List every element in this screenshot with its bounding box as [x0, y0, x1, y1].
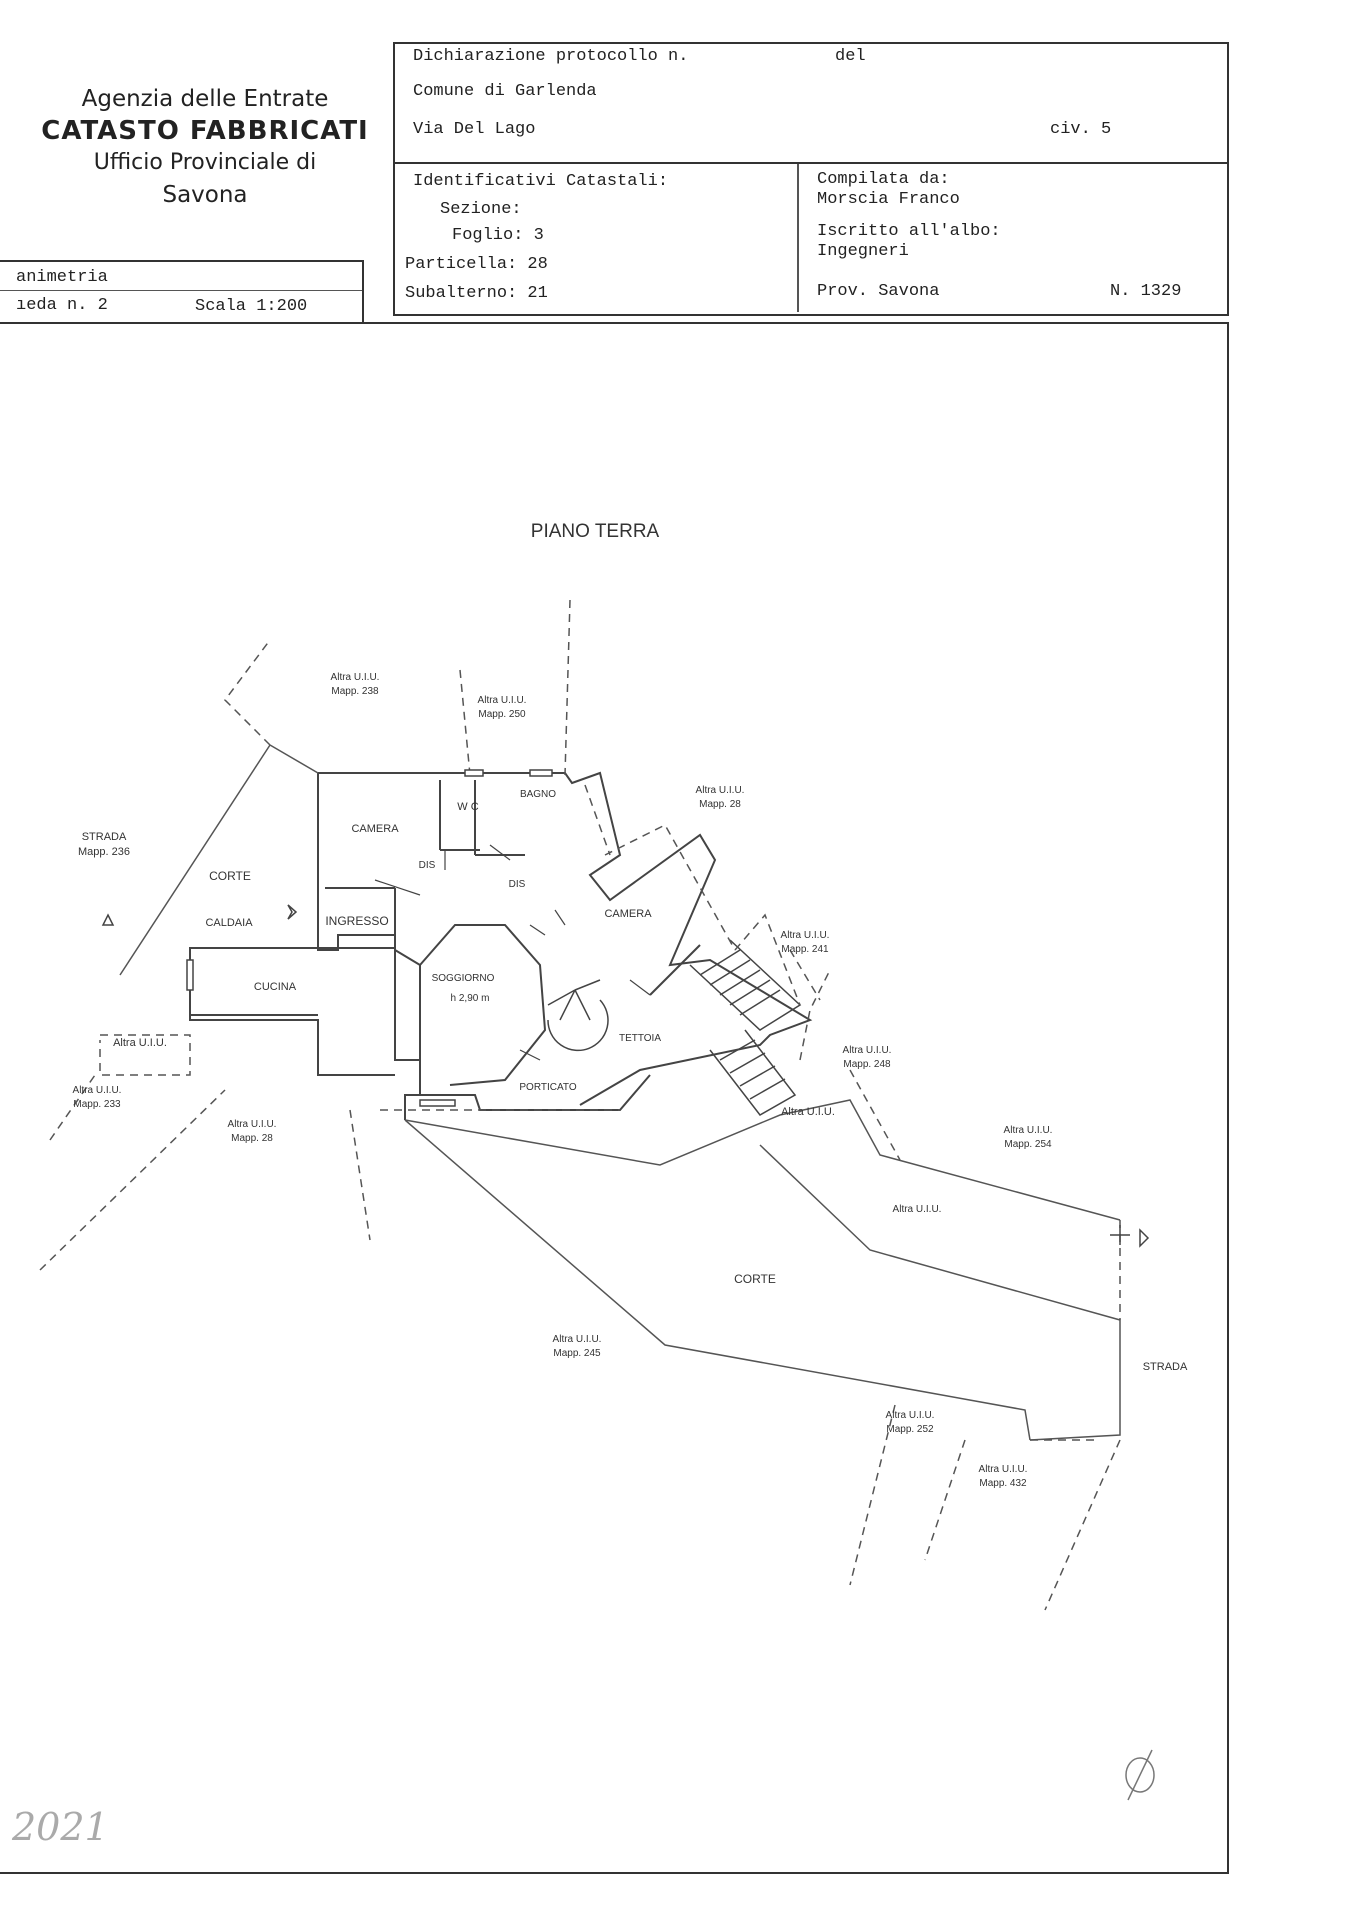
room-tettoia: TETTOIA	[619, 1033, 661, 1044]
label-u254-b: Mapp. 254	[1004, 1139, 1052, 1150]
compilata-label: Compilata da:	[817, 170, 950, 189]
room-porticato: PORTICATO	[519, 1082, 576, 1093]
catasto-title: CATASTO FABBRICATI	[41, 115, 369, 146]
label-u248-a: Altra U.I.U.	[843, 1045, 892, 1056]
house-wall	[317, 773, 421, 1120]
label-u245-b: Mapp. 245	[553, 1348, 601, 1359]
soggiorno-wall	[419, 924, 547, 1086]
label-strada236-a: STRADA	[82, 831, 127, 843]
north-symbol	[1125, 1749, 1155, 1801]
interior-wall	[649, 944, 701, 996]
house-wall	[318, 771, 813, 1106]
spiral-stair	[547, 979, 609, 1052]
label-u432-b: Mapp. 432	[979, 1478, 1027, 1489]
iscritto-label: Iscritto all'albo:	[817, 222, 1001, 241]
area-corte-2: CORTE	[734, 1272, 776, 1286]
room-wc: W C	[457, 801, 478, 813]
header-divider	[797, 164, 799, 312]
label-strada-2: STRADA	[1143, 1361, 1188, 1373]
house-wall	[189, 935, 396, 1076]
foglio-label: Foglio: 3	[452, 226, 544, 245]
room-soggiorno: SOGGIORNO	[432, 973, 495, 984]
via-label: Via Del Lago	[413, 120, 536, 139]
civ-label: civ. 5	[1050, 120, 1112, 139]
room-ingresso: INGRESSO	[325, 914, 388, 928]
label-u250-b: Mapp. 250	[478, 709, 526, 720]
header-bottom-box	[393, 162, 1229, 316]
agency-logo: Agenzia delle Entrate CATASTO FABBRICATI…	[20, 85, 390, 211]
ufficio-label: Ufficio Provinciale di	[93, 149, 317, 175]
soggiorno-height: h 2,90 m	[451, 993, 490, 1004]
provincia-label: Savona	[162, 182, 248, 209]
label-u28-b: Mapp. 28	[699, 799, 741, 810]
label-u238-b: Mapp. 238	[331, 686, 379, 697]
particella-label: Particella: 28	[405, 255, 548, 274]
prov-label: Prov. Savona	[817, 282, 940, 301]
label-u432-a: Altra U.I.U.	[979, 1464, 1028, 1475]
identificativi-label: Identificativi Catastali:	[413, 172, 669, 191]
room-dis-1: DIS	[419, 860, 436, 871]
label-u28b-a: Altra U.I.U.	[228, 1119, 277, 1130]
label-u233-b: Mapp. 233	[73, 1099, 121, 1110]
subalterno-label: Subalterno: 21	[405, 284, 548, 303]
label-u-mid: Altra U.I.U.	[893, 1204, 942, 1215]
room-cucina: CUCINA	[254, 981, 297, 993]
planimetria-divider	[0, 290, 362, 291]
albo-value: Ingegneri	[817, 242, 909, 261]
boundary-lines	[119, 744, 1121, 1441]
label-u238-a: Altra U.I.U.	[331, 672, 380, 683]
room-caldaia: CALDAIA	[205, 917, 253, 929]
label-u241-b: Mapp. 241	[781, 944, 829, 955]
agency-name: Agenzia delle Entrate	[81, 86, 329, 112]
room-camera-2: CAMERA	[604, 908, 652, 920]
exterior-stair	[689, 939, 802, 1116]
label-u254-a: Altra U.I.U.	[1004, 1125, 1053, 1136]
planimetria-label: animetria	[16, 268, 108, 287]
numero-label: N. 1329	[1110, 282, 1182, 301]
compilatore-name: Morscia Franco	[817, 190, 960, 209]
label-u245-a: Altra U.I.U.	[553, 1334, 602, 1345]
label-u252-b: Mapp. 252	[886, 1424, 934, 1435]
door-swings	[374, 844, 651, 1061]
scala-label: Scala 1:200	[195, 297, 308, 316]
room-camera-1: CAMERA	[351, 823, 399, 835]
label-u241-a: Altra U.I.U.	[781, 930, 830, 941]
del-label: del	[835, 47, 866, 66]
windows	[186, 769, 553, 1107]
small-altra-uiu: Altra U.I.U.	[113, 1037, 167, 1049]
label-u28b-b: Mapp. 28	[231, 1133, 273, 1144]
label-u252-a: Altra U.I.U.	[886, 1410, 935, 1421]
label-u250-a: Altra U.I.U.	[478, 695, 527, 706]
drawing-frame	[0, 322, 1229, 1874]
label-u248-b: Mapp. 248	[843, 1059, 891, 1070]
label-u233-a: Altra U.I.U.	[73, 1085, 122, 1096]
label-strada236-b: Mapp. 236	[78, 846, 130, 858]
sezione-label: Sezione:	[440, 200, 522, 219]
room-bagno: BAGNO	[520, 789, 556, 800]
entrance-markers	[101, 904, 1150, 1248]
dashed-boundaries	[39, 599, 1121, 1611]
label-u28-a: Altra U.I.U.	[696, 785, 745, 796]
stair-altra-uiu: Altra U.I.U.	[781, 1106, 835, 1118]
area-corte-1: CORTE	[209, 869, 251, 883]
scheda-label: ıeda n. 2	[16, 296, 108, 315]
plan-title: PIANO TERRA	[531, 521, 660, 542]
room-dis-2: DIS	[509, 879, 526, 890]
interior-wall	[394, 949, 421, 966]
handwritten-year: 2021	[11, 1805, 109, 1849]
dichiarazione-label: Dichiarazione protocollo n.	[413, 47, 689, 66]
comune-label: Comune di Garlenda	[413, 82, 597, 101]
